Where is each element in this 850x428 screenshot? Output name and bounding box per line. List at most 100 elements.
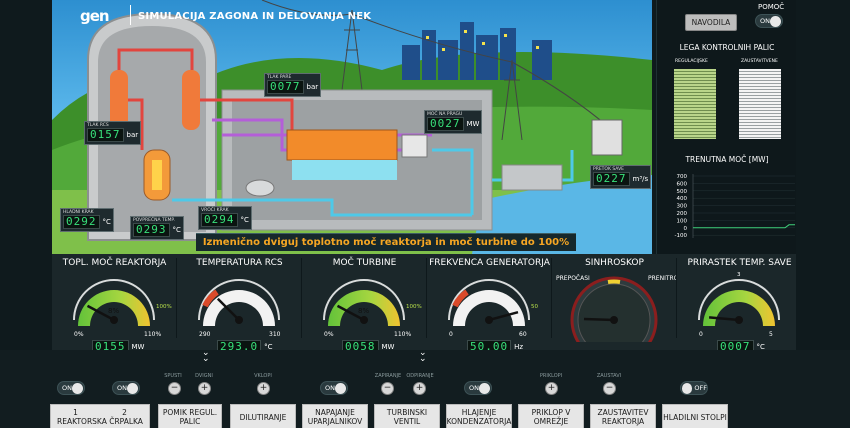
hladilni-stolpi-button[interactable]: HLADILNI STOLPI xyxy=(662,404,728,428)
gauge-dial: 0% 110% 100% 8% xyxy=(323,279,422,338)
power-tick-label: 500 xyxy=(677,189,688,195)
navodila-button[interactable]: NAVODILA xyxy=(685,14,737,31)
gauge-max-label: 310 xyxy=(269,331,281,338)
napajanje-toggle[interactable]: ON xyxy=(320,381,348,395)
app-title: SIMULACIJA ZAGONA IN DELOVANJA NEK xyxy=(138,11,372,22)
gauge-dial: 0 5 3 xyxy=(698,272,780,338)
dilution-on-button[interactable]: + xyxy=(257,382,270,395)
readout-povprecna-temp: POVPREČNA TEMP. 0293°C xyxy=(130,216,184,240)
readout-vroci-krak: VROČI KRAK 0294°C xyxy=(198,206,252,230)
readout-unit: °C xyxy=(172,226,181,234)
button-label: REAKTORSKA ČRPALKA xyxy=(57,417,143,426)
chevron-down-icon[interactable]: ⌄⌄ xyxy=(419,348,427,364)
open-valve-button[interactable]: + xyxy=(413,382,426,395)
gauge-divider xyxy=(176,258,177,338)
gauge-divider xyxy=(676,258,677,338)
gauge-divider xyxy=(551,258,552,338)
gauge-dial: 0% 110% 100% 8% xyxy=(73,279,172,338)
shutdown-button-small[interactable]: − xyxy=(603,382,616,395)
gauge-dial: 290 310 xyxy=(198,279,281,338)
power-tick-label: 0 xyxy=(684,226,688,232)
rods-zaust-label: ZAUSTAVITVENE xyxy=(741,59,778,64)
hladilni-stolpi-toggle[interactable]: OFF xyxy=(680,381,708,395)
readout-label: MOČ NA PRAGU xyxy=(427,112,463,117)
button-label: ZAUSTAVITEV REAKTORJA xyxy=(597,408,649,426)
gauge-title: FREKVENCA GENERATORJA xyxy=(429,258,550,268)
title-divider xyxy=(130,5,131,25)
readout-value: 0293 xyxy=(133,223,170,237)
toggle-label: ON xyxy=(469,384,479,392)
gen-logo: gen xyxy=(80,7,110,25)
hlajenje-kondenzatorja-button[interactable]: HLAJENJE KONDENZATORJA xyxy=(446,404,512,428)
rods-regul-label: REGULACIJSKE xyxy=(675,59,708,64)
gauge-center-label: 8% xyxy=(108,307,119,315)
rods-title: LEGA KONTROLNIH PALIC xyxy=(679,43,775,52)
button-label: PRIKLOP V OMREŽJE xyxy=(531,408,571,426)
hlajenje-toggle[interactable]: ON xyxy=(464,381,492,395)
gauge-mark-label: 3 xyxy=(737,272,741,278)
gauge-divider xyxy=(426,258,427,338)
readout-label: TLAK PARE xyxy=(267,75,292,80)
lower-rods-button[interactable]: − xyxy=(168,382,181,395)
connect-grid-button[interactable]: + xyxy=(545,382,558,395)
river-temp-gauge: PRIRASTEK TEMP. SAVE 0 5 3 0007°C xyxy=(677,254,802,354)
help-toggle[interactable]: ON xyxy=(755,14,783,28)
gauge-unit: °C xyxy=(264,343,273,351)
priklop-v-omrezje-button[interactable]: PRIKLOP V OMREŽJE xyxy=(518,404,584,428)
toggle-label: ON xyxy=(325,384,335,392)
raise-rods-button[interactable]: + xyxy=(198,382,211,395)
right-panel: POMOČ ON NAVODILA LEGA KONTROLNIH PALIC … xyxy=(656,0,796,254)
zaustavitev-reaktorja-button[interactable]: ZAUSTAVITEV REAKTORJA xyxy=(590,404,656,428)
gauge-title: TOPL. MOČ REAKTORJA xyxy=(62,258,167,268)
gauge-min-label: 0 xyxy=(449,331,453,338)
gauge-min-label: 0 xyxy=(699,331,703,338)
readout-unit: m³/s xyxy=(632,175,649,183)
priklopi-label: PRIKLOPI xyxy=(539,373,563,379)
rcs-temperature-gauge: TEMPERATURA RCS 290 310 293.0°C xyxy=(177,254,302,354)
readout-value: 0027 xyxy=(427,117,464,131)
instruction-banner: Izmenično dviguj toplotno moč reaktorja … xyxy=(196,233,576,251)
dilutiranje-button[interactable]: DILUTIRANJE xyxy=(230,404,296,428)
synchroscope-gauge: SINHROSKOP PREPOČASI PRENITRO xyxy=(552,254,677,350)
toggle-label: ON xyxy=(62,384,72,392)
pump-1-number: 1 xyxy=(73,408,78,417)
power-tick-label: -100 xyxy=(675,233,688,239)
gauge-title: MOČ TURBINE xyxy=(332,258,397,268)
gauge-title: PRIRASTEK TEMP. SAVE xyxy=(687,258,792,268)
reactor-pump-2-toggle[interactable]: ON xyxy=(112,381,140,395)
odpiranje-label: ODPIRANJE xyxy=(406,373,434,379)
toggle-knob xyxy=(682,382,693,394)
gauge-max-label: PRENITRO xyxy=(648,275,677,282)
readout-label: TLAK RCS xyxy=(87,123,109,128)
power-tick-label: 700 xyxy=(677,174,688,180)
readout-label: HLADNI KRAK xyxy=(63,210,94,215)
gauge-min-label: PREPOČASI xyxy=(556,275,590,282)
toggle-knob xyxy=(127,382,138,394)
napajanje-uparjalnikov-button[interactable]: NAPAJANJE UPARJALNIKOV xyxy=(302,404,368,428)
button-label: POMIK REGUL. PALIC xyxy=(162,408,218,426)
gauge-unit: MW xyxy=(131,343,145,351)
gauge-max-label: 110% xyxy=(144,331,161,338)
toggle-knob xyxy=(335,382,346,394)
reactor-pump-1-toggle[interactable]: ON xyxy=(57,381,85,395)
pomik-regul-palic-button[interactable]: POMIK REGUL. PALIC xyxy=(158,404,222,428)
help-toggle-label: ON xyxy=(760,17,770,25)
spusti-label: SPUSTI xyxy=(164,373,182,379)
gauge-mark-label: 100% xyxy=(406,304,422,310)
control-rods-regulation-bar xyxy=(674,69,716,139)
turbinski-ventil-button[interactable]: TURBINSKI VENTIL xyxy=(374,404,440,428)
chevron-down-icon[interactable]: ⌄⌄ xyxy=(202,348,210,364)
readout-unit: MW xyxy=(466,120,480,128)
readout-value: 0292 xyxy=(63,215,100,229)
gauge-min-label: 0% xyxy=(74,331,84,338)
toggle-knob xyxy=(72,382,83,394)
close-valve-button[interactable]: − xyxy=(381,382,394,395)
readout-value: 0077 xyxy=(267,80,304,94)
gauge-mark-label: 50 xyxy=(531,304,538,310)
gauge-max-label: 60 xyxy=(519,331,527,338)
